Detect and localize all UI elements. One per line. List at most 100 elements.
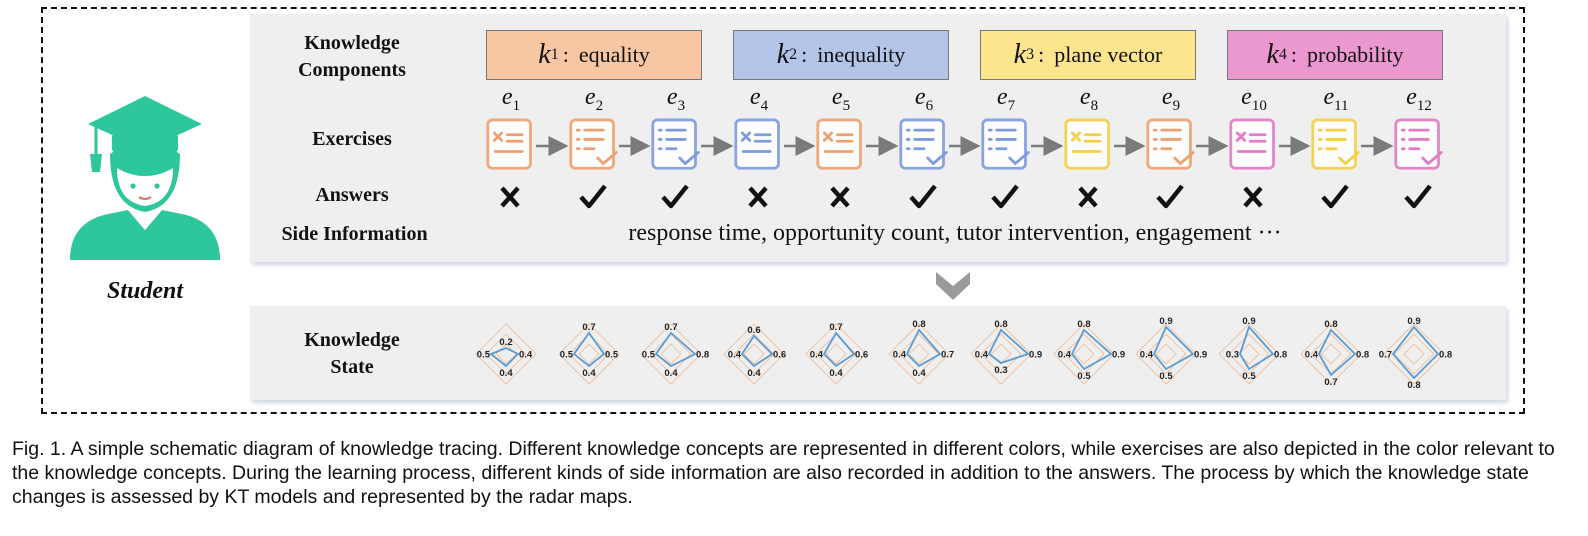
radar-left-value: 0.4 [1305,350,1319,361]
cross-mark-icon [830,186,850,208]
exercise-check-icon [899,118,948,170]
radar-shape [987,328,1030,365]
radar-left-value: 0.3 [1226,350,1239,361]
exercise-cross-icon [1229,118,1275,170]
knowledge-components-label: Knowledge Components [272,30,432,84]
exercise-subscript: 2 [595,97,604,114]
exercise-label-1: e1 [481,84,541,115]
exercise-symbol: e [666,84,678,110]
radar-top-value: 0.9 [1242,316,1255,327]
kc-colon: : [1038,42,1045,67]
knowledge-components-label-line1: Knowledge [304,32,400,54]
exercises-label: Exercises [312,128,392,150]
checkmark-icon [1404,184,1432,209]
radar-left-value: 0.4 [810,350,824,361]
student-icon [70,96,220,260]
radar-right-value: 0.7 [941,350,954,361]
exercise-symbol: e [584,84,596,110]
radar-bottom-value: 0.4 [829,368,843,379]
checkmark-icon [661,184,689,209]
radar-shape [1152,325,1195,371]
radar-bottom-value: 0.4 [664,368,678,379]
exercise-check-icon [1311,118,1360,170]
exercise-check-icon [981,118,1030,170]
radar-shape [572,331,606,368]
checkmark-icon [1321,184,1349,209]
exercise-symbol: e [996,84,1008,110]
exercise-subscript: 10 [1251,97,1267,114]
radar-top-value: 0.2 [499,337,512,348]
radar-top-value: 0.7 [582,322,595,333]
exercise-symbol: e [1161,84,1173,110]
kc-symbol: k [538,39,551,70]
radar-bottom-value: 0.4 [499,368,513,379]
side-information-text: response time, opportunity count, tutor … [628,220,1282,246]
radar-right-value: 0.6 [855,350,868,361]
kc-subscript: 3 [1026,46,1035,63]
radar-right-value: 0.9 [1029,350,1042,361]
radar-left-value: 0.5 [642,350,656,361]
radar-shape [905,328,942,368]
exercise-check-icon [651,118,700,170]
kc-subscript: 1 [550,46,559,63]
exercise-symbol: e [914,84,926,110]
kc-name: plane vector [1054,42,1163,67]
knowledge-state-radar-12: 0.9 0.8 0.8 0.7 [1379,316,1452,391]
knowledge-state-radar-4: 0.60.40.60.4 [723,323,786,385]
exercise-subscript: 12 [1416,97,1432,114]
exercise-symbol: e [749,84,761,110]
radar-left-value: 0.7 [1379,350,1392,361]
exercise-check-icon [1146,118,1195,170]
radar-bottom-value: 0.5 [1242,371,1256,382]
radar-right-value: 0.8 [1439,350,1452,361]
chevron-down-icon [936,272,970,300]
knowledge-state-radar-2: 0.70.40.50.5 [558,322,620,385]
radar-shape [1239,325,1275,371]
knowledge-state-radar-11: 0.80.70.80.4 [1300,319,1369,388]
exercise-subscript: 4 [760,97,769,114]
exercise-label-5: e5 [811,84,871,115]
exercise-label-4: e4 [729,84,789,115]
radar-top-value: 0.8 [1324,319,1337,330]
radar-bottom-value: 0.8 [1407,380,1420,391]
knowledge-state-radar-6: 0.80.40.70.4 [888,319,954,385]
exercise-subscript: 9 [1172,97,1181,114]
knowledge-state-radar-9: 0.90.50.90.4 [1135,316,1207,385]
figure-caption: Fig. 1. A simple schematic diagram of kn… [12,438,1555,508]
radar-bottom-value: 0.5 [1159,371,1173,382]
radar-left-value: 0.4 [893,350,907,361]
knowledge-state-radar-8: 0.80.50.90.4 [1053,319,1125,385]
diagram-frame [41,7,1525,414]
kc-name: inequality [817,42,906,67]
knowledge-components-label-line2: Components [298,59,406,81]
radar-shape [1070,328,1113,371]
student-label: Student [106,278,184,304]
kc-colon: : [1290,42,1297,67]
exercise-symbol: e [501,84,513,110]
checkmark-icon [579,184,607,209]
radar-bottom-value: 0.4 [912,368,926,379]
radar-bottom-value: 0.4 [747,368,761,379]
exercise-symbol: e [831,84,843,110]
checkmark-icon [909,184,937,209]
checkmark-icon [1156,184,1184,209]
radar-left-value: 0.4 [975,350,989,361]
radar-top-value: 0.9 [1407,316,1420,327]
kc-colon: : [801,42,808,67]
radar-top-value: 0.7 [829,322,842,333]
radar-right-value: 0.4 [519,350,533,361]
radar-left-value: 0.5 [477,350,491,361]
radar-left-value: 0.4 [728,350,742,361]
exercise-label-6: e6 [894,84,954,115]
side-information-label: Side Information [281,223,428,245]
kc-symbol: k [1266,39,1279,70]
exercise-label-3: e3 [646,84,706,115]
radar-shape [1317,328,1357,377]
radar-right-value: 0.8 [1274,350,1287,361]
radar-bottom-value: 0.3 [994,365,1007,376]
exercise-label-12: e12 [1389,84,1449,115]
cross-mark-icon [1243,186,1263,208]
